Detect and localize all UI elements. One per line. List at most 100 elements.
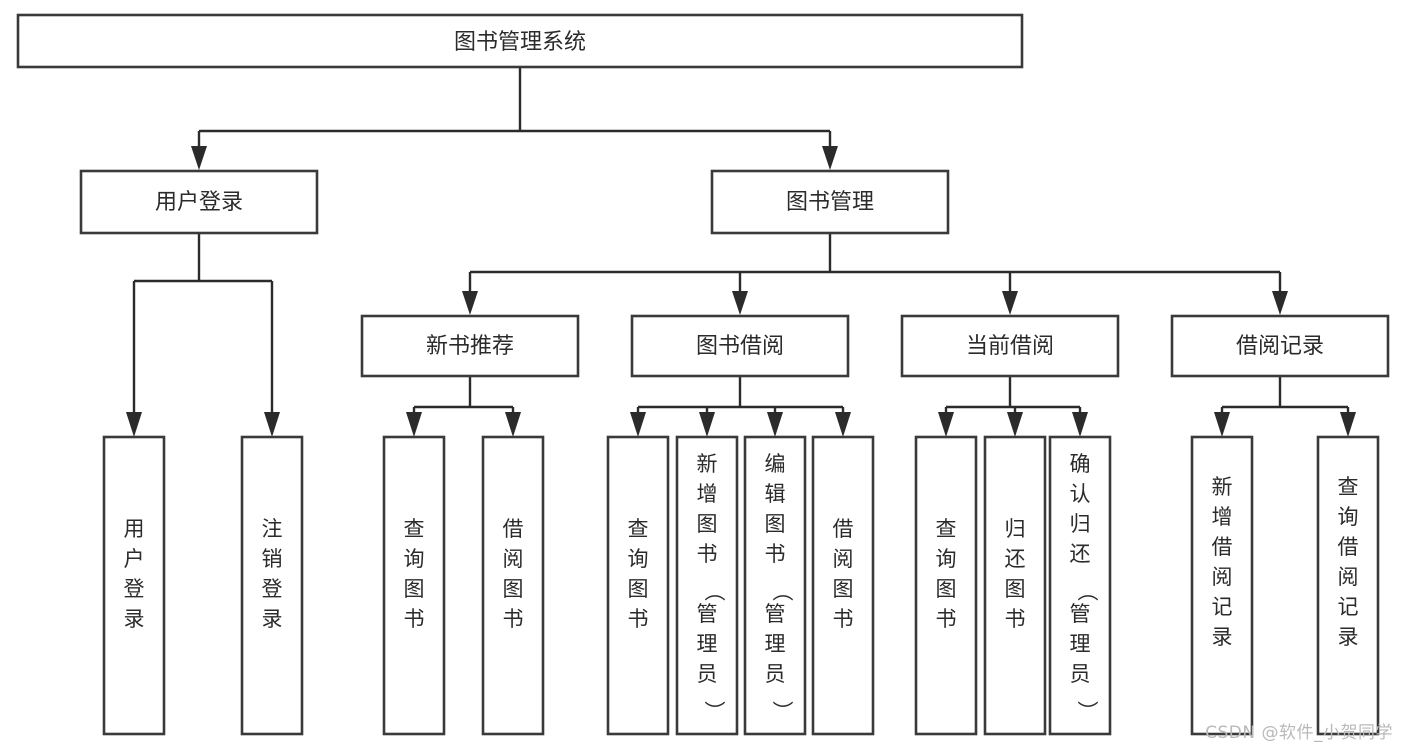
csdn-watermark: CSDN @软件_小贺同学 [1205,723,1393,743]
svg-text:理: 理 [1070,632,1091,656]
node-book-manage[interactable]: 图书管理 [710,169,950,235]
leaf-box [914,435,978,736]
leaf-box [675,435,739,736]
svg-text:阅: 阅 [1338,565,1359,589]
svg-text:阅: 阅 [503,547,524,571]
leaf-box [481,435,545,736]
arrow-head-icon [1340,412,1356,437]
arrow-head-icon [732,291,748,315]
svg-text:认: 认 [1070,482,1091,506]
svg-text:户: 户 [124,547,145,571]
svg-text:书: 书 [404,607,425,631]
svg-text:借: 借 [1338,535,1359,559]
svg-text:录: 录 [1212,625,1233,649]
svg-text:书: 书 [503,607,524,631]
node-root-label: 图书管理系统 [454,30,586,55]
arrow-head-icon [1007,412,1023,437]
svg-text:图: 图 [833,577,854,601]
svg-text:借: 借 [833,517,854,541]
node-borrow-record-label: 借阅记录 [1236,334,1324,359]
svg-text:（: （ [770,581,794,602]
svg-text:还: 还 [1070,542,1091,566]
svg-text:编: 编 [765,452,786,476]
node-book-manage-box [710,169,950,235]
node-root-system[interactable]: 图书管理系统 [16,13,1024,69]
leaf-box [743,435,807,736]
node-borrow-record[interactable]: 借阅记录 [1170,314,1390,378]
arrow-head-icon [1072,412,1088,437]
leaf-node[interactable]: 用户登录 [102,435,166,736]
node-user-login[interactable]: 用户登录 [79,169,319,235]
leaf-box [1316,435,1380,736]
svg-text:理: 理 [697,632,718,656]
svg-text:查: 查 [404,517,425,541]
leaf-label-vertical: 用户登录 [124,517,145,631]
svg-text:查: 查 [1338,475,1359,499]
node-book-borrow-label: 图书借阅 [696,334,784,359]
leaf-box [811,435,875,736]
node-new-book-recommend[interactable]: 新书推荐 [360,314,580,378]
svg-text:询: 询 [404,547,425,571]
svg-text:还: 还 [1005,547,1026,571]
svg-text:录: 录 [124,607,145,631]
arrow-head-icon [191,146,207,170]
svg-text:管: 管 [765,602,786,626]
svg-text:注: 注 [262,517,283,541]
arrow-head-icon [406,412,422,437]
svg-text:图: 图 [628,577,649,601]
svg-text:借: 借 [1212,535,1233,559]
svg-text:销: 销 [262,547,283,571]
svg-text:归: 归 [1005,517,1026,541]
svg-text:查: 查 [936,517,957,541]
node-borrow-record-box [1170,314,1390,378]
svg-text:辑: 辑 [765,482,786,506]
svg-text:图: 图 [404,577,425,601]
svg-text:理: 理 [765,632,786,656]
svg-text:书: 书 [1005,607,1026,631]
connector-group-new-book [406,376,521,437]
node-current-borrow[interactable]: 当前借阅 [900,314,1120,378]
node-current-borrow-box [900,314,1120,378]
arrow-head-icon [126,412,142,437]
svg-text:登: 登 [262,577,283,601]
connector-group-current-borrow [938,376,1088,437]
svg-text:管: 管 [697,602,718,626]
svg-text:图: 图 [697,512,718,536]
arrow-head-icon [938,412,954,437]
node-current-borrow-label: 当前借阅 [966,334,1054,359]
node-book-borrow[interactable]: 图书借阅 [630,314,850,378]
connector-group-book-manage [462,233,1288,315]
svg-text:图: 图 [503,577,524,601]
arrow-head-icon [264,412,280,437]
leaf-box [102,435,166,736]
svg-text:新: 新 [1212,475,1233,499]
svg-text:新: 新 [697,452,718,476]
svg-text:用: 用 [124,517,145,541]
svg-text:（: （ [1075,581,1099,602]
svg-text:归: 归 [1070,512,1091,536]
svg-text:管: 管 [1070,602,1091,626]
